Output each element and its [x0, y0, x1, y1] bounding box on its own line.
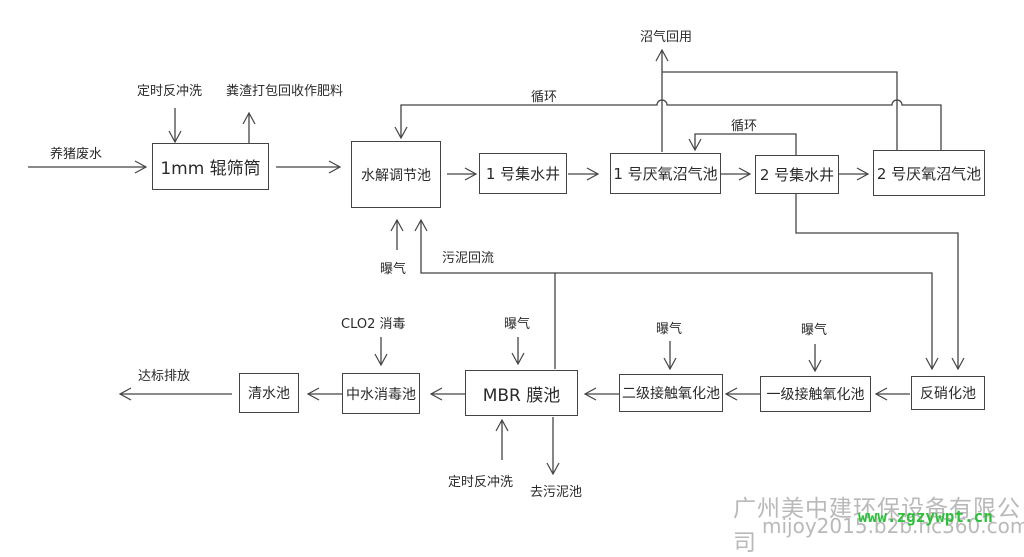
label-sludge-return: 污泥回流 — [442, 251, 495, 266]
box-collection-well-2: 2 号集水井 — [755, 155, 839, 194]
box-collection-well-1: 1 号集水井 — [479, 153, 567, 194]
label-backwash-screen: 定时反冲洗 — [137, 84, 203, 99]
label-influent: 养猪废水 — [50, 147, 103, 162]
label-discharge: 达标排放 — [138, 369, 191, 384]
label-biogas-reuse: 沼气回用 — [640, 30, 693, 45]
flow-connectors — [28, 48, 965, 476]
box-contact-oxidation-2: 二级接触氧化池 — [619, 374, 723, 412]
label-aeration-mbr: 曝气 — [504, 317, 531, 332]
box-hydrolysis-tank-label: 水解调节池 — [361, 167, 431, 184]
box-disinfection-tank-label: 中水消毒池 — [346, 386, 416, 403]
label-aeration-contact1: 曝气 — [801, 323, 828, 338]
box-roller-screen: 1mm 辊筛筒 — [152, 143, 269, 190]
label-to-sludge-tank: 去污泥池 — [530, 485, 583, 500]
box-mbr-tank-label: MBR 膜池 — [482, 385, 561, 406]
box-collection-well-1-label: 1 号集水井 — [485, 165, 561, 183]
label-aeration-contact2: 曝气 — [656, 322, 683, 337]
box-clear-water-tank: 清水池 — [239, 373, 299, 413]
line-return-denitrification — [555, 272, 939, 371]
label-aeration-hydrolysis: 曝气 — [380, 262, 407, 277]
box-anaerobic-tank-1-label: 1 号厌氧沼气池 — [613, 165, 718, 183]
label-recycle-mid: 循环 — [731, 119, 758, 134]
line-well2-denitrification — [795, 194, 965, 371]
line-recycle-top — [394, 99, 942, 150]
label-residue-recovery: 粪渣打包回收作肥料 — [226, 84, 344, 99]
line-biogas-collect — [662, 71, 898, 150]
watermark-company: 广州美中建环保设备有限公司 — [733, 496, 1021, 556]
box-disinfection-tank: 中水消毒池 — [342, 373, 420, 414]
box-anaerobic-tank-1: 1 号厌氧沼气池 — [610, 153, 721, 194]
label-recycle-top: 循环 — [531, 90, 558, 105]
box-denitrification-tank-label: 反硝化池 — [920, 386, 976, 402]
watermark-url-hc360: mijoy2015.b2b.hc360.com — [762, 514, 1024, 538]
box-mbr-tank: MBR 膜池 — [465, 370, 578, 416]
box-contact-oxidation-1: 一级接触氧化池 — [760, 376, 871, 412]
label-backwash-mbr: 定时反冲洗 — [448, 475, 514, 490]
box-denitrification-tank: 反硝化池 — [911, 376, 985, 410]
line-recycle-mid — [688, 133, 797, 155]
box-clear-water-tank-label: 清水池 — [248, 386, 290, 402]
box-anaerobic-tank-2: 2 号厌氧沼气池 — [873, 150, 985, 196]
box-contact-oxidation-2-label: 二级接触氧化池 — [622, 386, 720, 402]
box-hydrolysis-tank: 水解调节池 — [351, 141, 441, 208]
label-clo2-disinfection: CLO2 消毒 — [341, 317, 406, 332]
box-collection-well-2-label: 2 号集水井 — [759, 166, 835, 184]
box-roller-screen-label: 1mm 辊筛筒 — [160, 159, 261, 179]
box-contact-oxidation-1-label: 一级接触氧化池 — [766, 387, 865, 403]
box-anaerobic-tank-2-label: 2 号厌氧沼气池 — [876, 164, 982, 183]
watermark-url-zgzywpt: www.zgzywpt.cn — [858, 507, 993, 526]
line-sludge-return — [414, 218, 556, 369]
